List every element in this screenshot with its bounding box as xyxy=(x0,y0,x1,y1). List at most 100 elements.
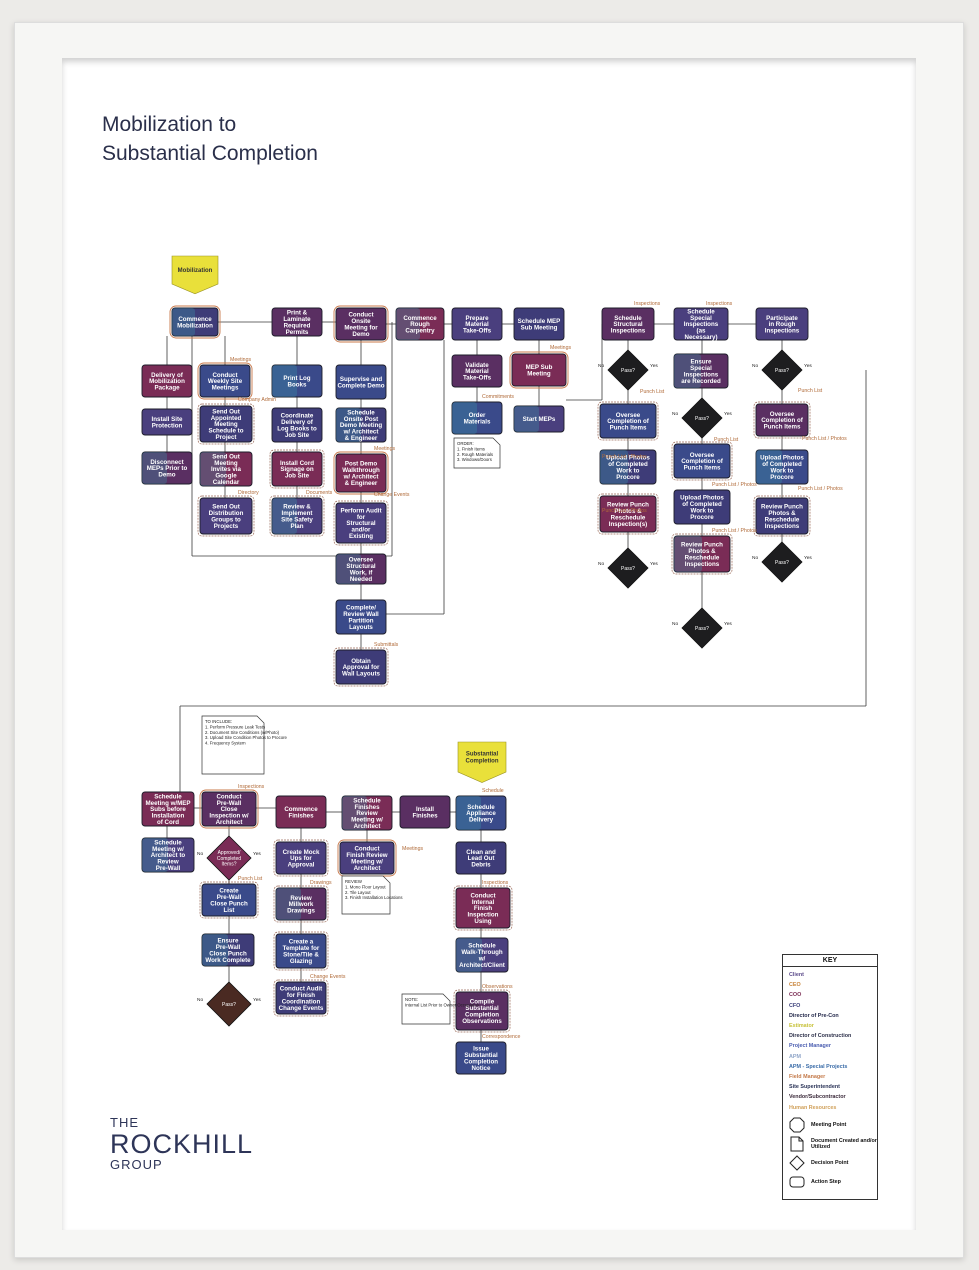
node-label: Clean and xyxy=(466,849,496,856)
key-symbol-label: Document Created and/or Utilized xyxy=(811,1138,877,1151)
node-label: of Completed xyxy=(608,461,648,468)
yes-label: Yes xyxy=(650,561,658,567)
note-line: 2. Tile Layout xyxy=(345,890,371,895)
node-label: Close Punch xyxy=(209,950,247,957)
node-label: Onsite Post xyxy=(344,416,378,423)
node-label: Coordination xyxy=(282,998,321,1005)
node-label: Architect/Client xyxy=(459,962,505,969)
node-label: Finishes xyxy=(354,804,380,811)
node-label: Schedule to xyxy=(208,428,243,435)
node-label: Start MEPs xyxy=(523,416,556,423)
title-line-2: Substantial Completion xyxy=(102,142,318,165)
milestone-mobilization: Mobilization xyxy=(171,255,219,295)
key-role: Director of Pre-Con xyxy=(789,1012,839,1019)
node-label: Completion of xyxy=(761,417,804,424)
node-label: Required xyxy=(284,322,311,329)
node-label: Demo xyxy=(352,331,369,338)
node-label: Architect xyxy=(216,819,243,826)
note-line: 1. Mono Floor Layout xyxy=(345,884,386,889)
node-label: Conduct xyxy=(470,892,495,899)
node-label: Mobilization xyxy=(177,322,213,329)
process-node: Start MEPs xyxy=(513,405,565,433)
node-label: Books xyxy=(288,381,307,388)
node-label: Ups for xyxy=(290,855,312,862)
node-label: Appliance xyxy=(466,810,496,817)
decision-label: Pass? xyxy=(695,416,709,422)
node-label: Material xyxy=(465,321,489,328)
key-role: Vendor/Subcontractor xyxy=(789,1094,846,1101)
node-label: Job Site xyxy=(285,432,310,439)
node-label: Procore xyxy=(690,514,714,521)
node-label: Approval for xyxy=(343,664,380,671)
node-label: Meetings xyxy=(212,385,239,392)
connector-label: Documents xyxy=(306,490,333,496)
node-label: Schedule xyxy=(154,793,182,800)
node-label: Pre-Wall xyxy=(217,800,242,807)
node-label: Meeting xyxy=(527,370,551,377)
connector-label: Directory xyxy=(238,490,259,496)
node-label: Conduct xyxy=(348,312,373,319)
connector-label: Company Admin xyxy=(238,397,276,403)
page-title: Mobilization to Substantial Completion xyxy=(102,110,318,168)
node-label: Protection xyxy=(152,422,183,429)
key-symbol: Document Created and/or Utilized xyxy=(783,1135,877,1154)
node-label: Print Log xyxy=(283,375,310,382)
node-label: Finish xyxy=(474,905,492,912)
node-label: Inspection(s) xyxy=(609,521,648,528)
node-label: Completion xyxy=(464,1058,498,1065)
node-label: Structural xyxy=(613,321,643,328)
node-label: List xyxy=(223,907,234,914)
node-label: Finishes xyxy=(288,812,314,819)
key-role: CFO xyxy=(789,1002,801,1009)
node-label: Photos & xyxy=(614,508,642,515)
node-label: Inspections xyxy=(685,561,720,568)
key-role: Estimator xyxy=(789,1023,814,1030)
note-line: 2. Document Site Conditions (w/Photo) xyxy=(205,730,280,735)
node-label: Substantial xyxy=(464,1052,498,1059)
node-label: Inspections xyxy=(684,321,719,328)
node-label: Materials xyxy=(464,418,491,425)
node-label: (as xyxy=(697,328,707,335)
node-label: Finish Review xyxy=(346,852,387,859)
node-label: Commence xyxy=(284,806,318,813)
connector-label: Schedule xyxy=(482,788,504,794)
key-role: Site Superintendent xyxy=(789,1084,840,1091)
node-label: Disconnect xyxy=(150,459,183,466)
node-label: w/ Architect xyxy=(343,473,379,480)
node-label: Walkthrough xyxy=(342,467,380,474)
no-label: No xyxy=(197,997,203,1003)
node-label: Close Punch xyxy=(210,900,248,907)
node-label: Work to xyxy=(771,467,794,474)
node-label: Create a xyxy=(289,939,314,946)
decision-label: Approved/ xyxy=(218,850,241,856)
key-symbol-label: Decision Point xyxy=(811,1160,849,1167)
node-label: Meeting w/ xyxy=(152,846,184,853)
node-label: w/ Architect xyxy=(343,429,379,436)
key-role: COO xyxy=(789,992,802,999)
node-label: Onsite xyxy=(351,318,371,325)
connector-label: Change Events xyxy=(374,492,410,498)
node-label: Site Safety xyxy=(281,516,313,523)
note-line: TO INCLUDE: xyxy=(205,719,232,724)
node-label: Review Wall xyxy=(343,611,379,618)
node-label: Google xyxy=(215,473,237,480)
connector-label: Punch List xyxy=(798,388,823,394)
node-label: Pre-Wall xyxy=(217,894,242,901)
